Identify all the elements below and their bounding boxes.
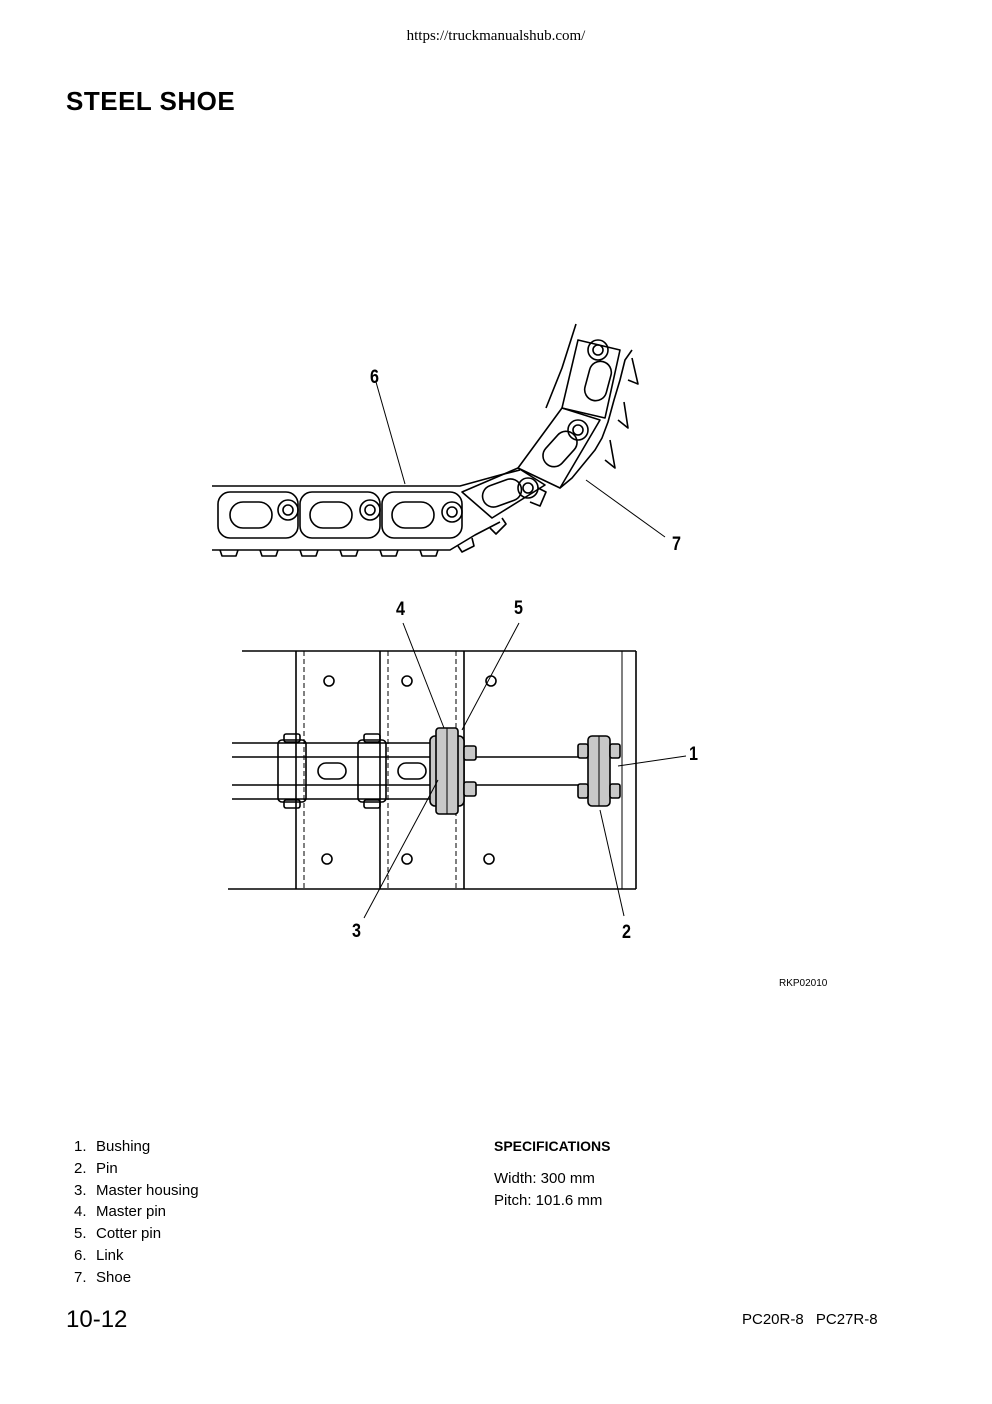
list-item: 2.Pin [74, 1159, 118, 1177]
track-top-view [228, 622, 687, 919]
model-name: PC20R-8 PC27R-8 [742, 1311, 878, 1328]
callout-6: 6 [370, 367, 379, 388]
list-item: 7.Shoe [74, 1268, 132, 1286]
parts-list: 1.Bushing 2.Pin 3.Master housing 4.Maste… [74, 1136, 199, 1289]
list-item: 6.Link [74, 1246, 124, 1264]
page-title: STEEL SHOE [66, 86, 236, 116]
source-url: https://truckmanualshub.com/ [406, 28, 586, 44]
spec-width: Width: 300 mm [494, 1170, 595, 1187]
steel-shoe-figure: 6 7 4 5 1 3 2 [200, 310, 720, 960]
page-number: 10-12 [66, 1306, 128, 1333]
list-item: 1.Bushing [74, 1138, 151, 1155]
steel-shoe-diagram [212, 323, 687, 919]
spec-pitch: Pitch: 101.6 mm [494, 1191, 603, 1209]
figure-code: RKP02010 [779, 978, 828, 989]
callout-1: 1 [689, 744, 698, 765]
list-item: 4.Master pin [74, 1203, 167, 1221]
track-side-view [212, 323, 666, 557]
specifications-heading: SPECIFICATIONS [494, 1138, 611, 1154]
callout-3: 3 [352, 921, 361, 942]
callout-2: 2 [622, 922, 631, 943]
callout-4: 4 [396, 599, 405, 620]
specifications-body: Width: 300 mm Pitch: 101.6 mm [494, 1168, 602, 1211]
callout-5: 5 [514, 598, 523, 619]
list-item: 3.Master housing [74, 1181, 199, 1199]
list-item: 5.Cotter pin [74, 1225, 162, 1243]
callout-7: 7 [672, 534, 681, 555]
